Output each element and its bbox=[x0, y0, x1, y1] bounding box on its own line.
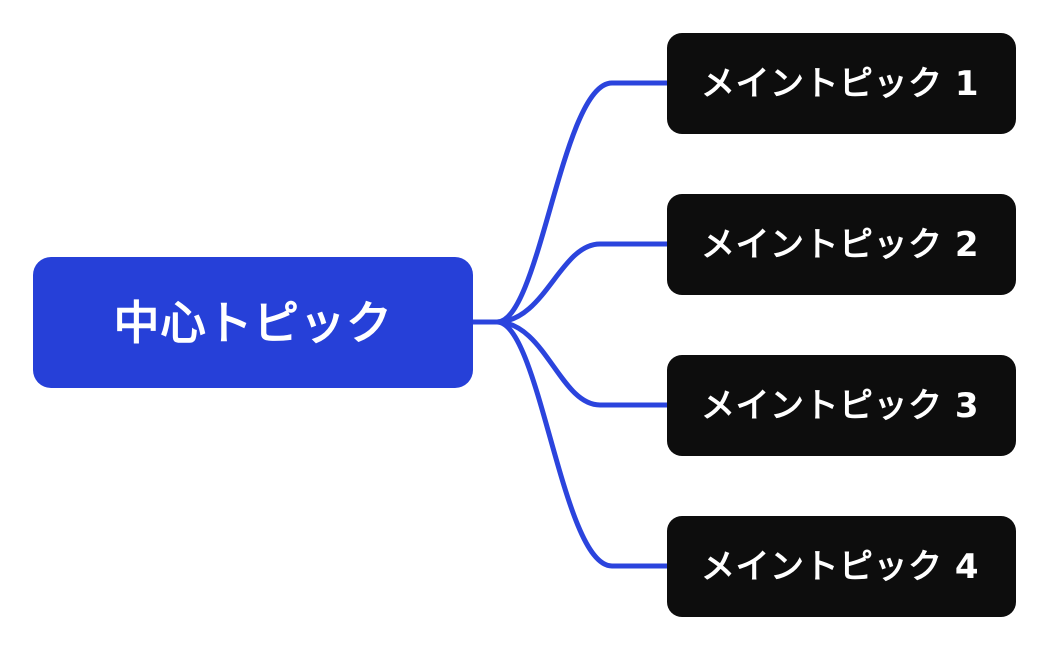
connector-to-branch-2 bbox=[494, 241, 671, 325]
branch-node-1[interactable]: メイントピック 1 bbox=[667, 33, 1016, 134]
root-node[interactable]: 中心トピック bbox=[33, 257, 473, 388]
branch-node-4[interactable]: メイントピック 4 bbox=[667, 516, 1016, 617]
branch-node-4-label: メイントピック 4 bbox=[701, 546, 979, 587]
branch-node-2[interactable]: メイントピック 2 bbox=[667, 194, 1016, 295]
connector-to-branch-1 bbox=[494, 80, 671, 325]
connector-to-branch-4 bbox=[494, 319, 671, 569]
branch-node-3-label: メイントピック 3 bbox=[701, 385, 979, 426]
root-node-label: 中心トピック bbox=[113, 295, 393, 350]
connector-to-branch-3 bbox=[494, 319, 671, 408]
branch-node-2-label: メイントピック 2 bbox=[701, 224, 979, 265]
branch-node-1-label: メイントピック 1 bbox=[701, 63, 979, 104]
branch-node-3[interactable]: メイントピック 3 bbox=[667, 355, 1016, 456]
